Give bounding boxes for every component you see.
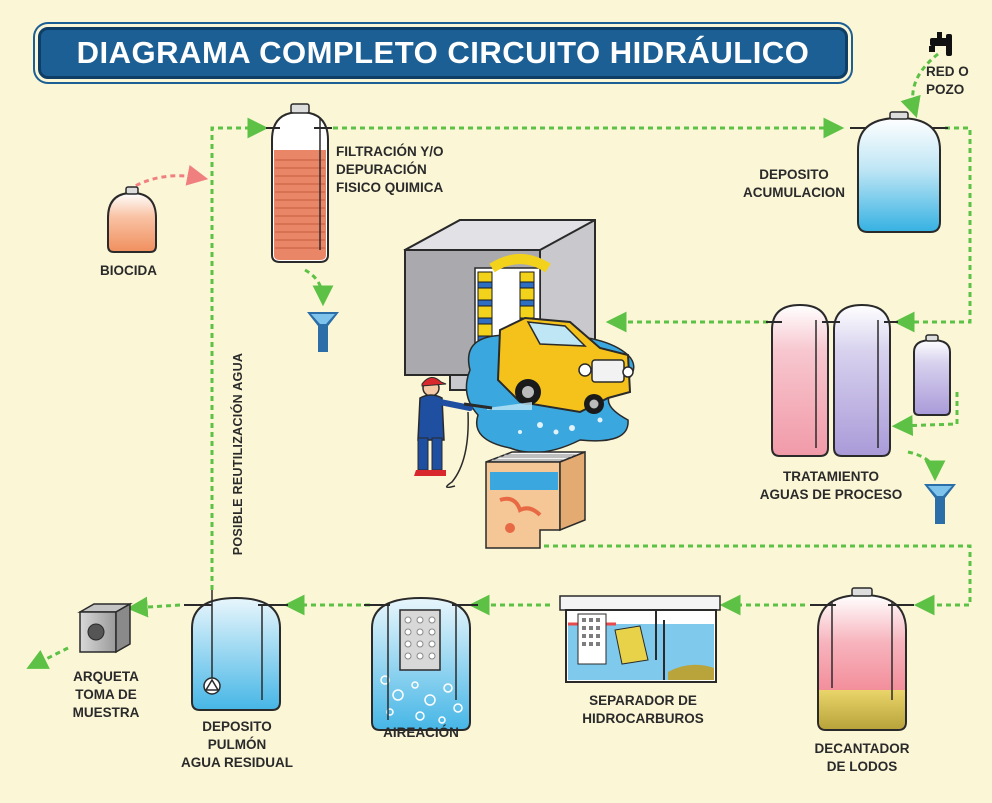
label-reutilizacion: POSIBLE REUTILIZACIÓN AGUA xyxy=(231,352,245,556)
label-line: BIOCIDA xyxy=(100,263,157,278)
label-line: RED O xyxy=(926,64,969,79)
label-line: DEPOSITO xyxy=(202,719,272,734)
label-line: DEPURACIÓN xyxy=(336,162,427,177)
flow-pit-to-decanter xyxy=(535,544,972,616)
treatment-drain-icon xyxy=(924,484,956,524)
label-line: AGUA RESIDUAL xyxy=(180,755,293,770)
collection-pit xyxy=(485,450,586,549)
label-line: POZO xyxy=(926,82,965,97)
worker-illustration xyxy=(414,377,493,489)
label-line: TOMA DE xyxy=(75,687,137,702)
car-wash-illustration xyxy=(403,219,635,454)
decanter-tank xyxy=(810,587,914,731)
label-line: ARQUETA xyxy=(73,669,139,684)
label-line: AGUAS DE PROCESO xyxy=(759,487,903,502)
page-title: DIAGRAMA COMPLETO CIRCUITO HIDRÁULICO xyxy=(76,35,810,70)
flow-small-tank xyxy=(891,392,959,436)
flow-filter-drain xyxy=(304,268,334,307)
label-line: FILTRACIÓN Y/O xyxy=(336,144,444,159)
label-line: MUESTRA xyxy=(72,705,140,720)
label-arqueta: ARQUETA TOMA DE MUESTRA xyxy=(58,668,154,722)
buffer-tank xyxy=(184,590,288,711)
flow-treatment-drain xyxy=(907,450,946,482)
treatment-tanks xyxy=(766,303,951,457)
label-deposito-acumulacion: DEPOSITO ACUMULACION xyxy=(727,166,861,202)
tap-icon xyxy=(929,32,952,56)
flow-reuse xyxy=(210,117,269,590)
flow-biocide xyxy=(127,164,209,192)
label-line: DEPOSITO xyxy=(759,167,829,182)
flow-deposit-to-treatment xyxy=(893,126,972,333)
label-line: FISICO QUIMICA xyxy=(336,180,444,195)
label-tratamiento: TRATAMIENTO AGUAS DE PROCESO xyxy=(736,468,926,504)
sampling-box-icon xyxy=(77,602,133,654)
label-line: DECANTADOR xyxy=(814,741,910,756)
biocide-tank xyxy=(107,186,157,253)
label-line: PULMÓN xyxy=(207,737,267,752)
label-line: TRATAMIENTO xyxy=(783,469,879,484)
label-line: ACUMULACION xyxy=(743,185,845,200)
label-separador: SEPARADOR DE HIDROCARBUROS xyxy=(560,692,726,728)
label-line: DE LODOS xyxy=(826,759,898,774)
label-line: SEPARADOR DE xyxy=(589,693,697,708)
aeration-tank xyxy=(364,596,478,731)
title-banner: DIAGRAMA COMPLETO CIRCUITO HIDRÁULICO xyxy=(38,27,848,79)
label-line: AIREACIÓN xyxy=(383,725,459,740)
filtration-column xyxy=(266,103,332,263)
label-aireacion: AIREACIÓN xyxy=(366,724,476,742)
separator-tank xyxy=(559,595,721,683)
flow-arrows xyxy=(26,52,972,669)
label-line: HIDROCARBUROS xyxy=(582,711,704,726)
label-biocida: BIOCIDA xyxy=(100,262,157,280)
label-filtracion: FILTRACIÓN Y/O DEPURACIÓN FISICO QUIMICA xyxy=(336,143,444,197)
label-red-pozo: RED O POZO xyxy=(926,63,969,99)
flow-sample-out xyxy=(26,646,69,669)
drain-icon xyxy=(307,312,339,352)
flow-buffer-to-sample xyxy=(126,596,181,618)
label-deposito-pulmon: DEPOSITO PULMÓN AGUA RESIDUAL xyxy=(176,718,298,772)
label-decantador: DECANTADOR DE LODOS xyxy=(800,740,924,776)
accumulation-tank xyxy=(850,111,948,233)
